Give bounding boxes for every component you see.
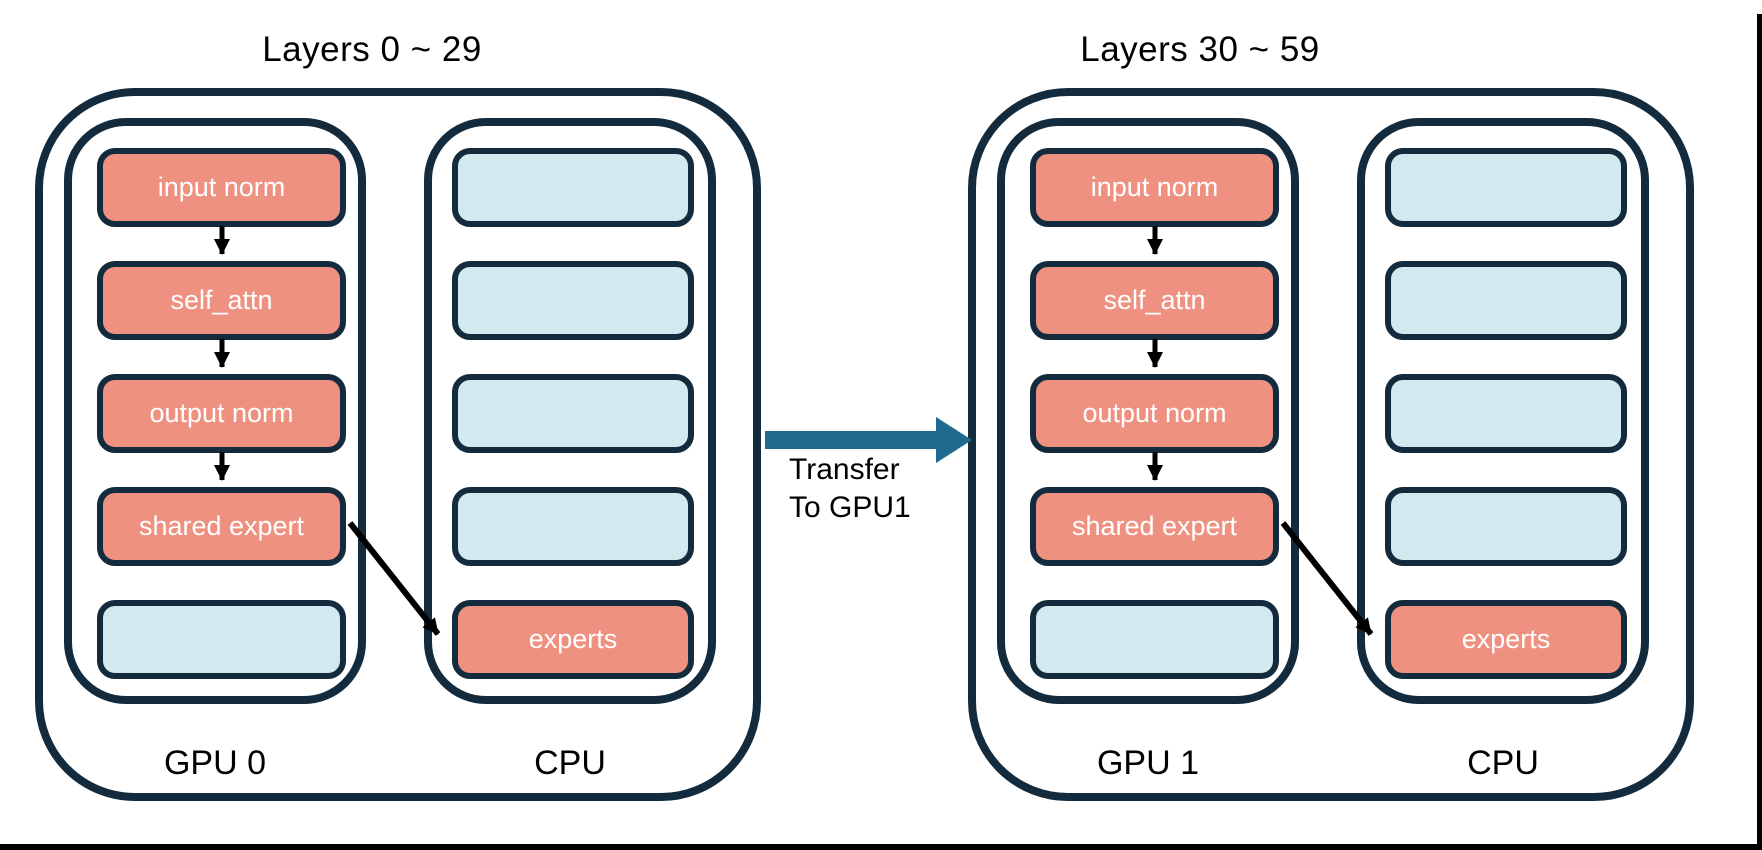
layer-box-input-norm: input norm [97, 148, 346, 227]
layer-box-experts: experts [452, 600, 694, 679]
empty-slot-box [452, 261, 694, 340]
bottom-frame-line [0, 844, 1762, 850]
cpu-label-right: CPU [1467, 744, 1539, 782]
layer-box-label: shared expert [138, 511, 305, 541]
layer-box-input-norm: input norm [1030, 148, 1279, 227]
empty-slot-box [1030, 600, 1279, 679]
group-title-layers-30-59: Layers 30 ~ 59 [1080, 30, 1320, 69]
layer-box-label: experts [1461, 624, 1551, 654]
layer-box-self-attn: self_attn [97, 261, 346, 340]
group-title-layers-0-29: Layers 0 ~ 29 [262, 30, 482, 69]
cpu-label-left: CPU [534, 744, 606, 782]
layer-box-label: input norm [1090, 172, 1219, 202]
right-frame-line [1757, 14, 1762, 850]
layer-box-label: input norm [157, 172, 286, 202]
layer-box-output-norm: output norm [1030, 374, 1279, 453]
empty-slot-box [452, 374, 694, 453]
transfer-label-line2: To GPU1 [789, 491, 911, 524]
transfer-label: Transfer To GPU1 [789, 451, 911, 527]
layer-box-shared-expert: shared expert [97, 487, 346, 566]
layer-box-label: output norm [149, 398, 294, 428]
cpu-column-left: experts [424, 118, 716, 704]
layer-box-shared-expert: shared expert [1030, 487, 1279, 566]
layer-box-experts: experts [1385, 600, 1627, 679]
empty-slot-box [452, 487, 694, 566]
empty-slot-box [1385, 374, 1627, 453]
transfer-label-line1: Transfer [789, 453, 900, 486]
layer-box-label: output norm [1082, 398, 1227, 428]
layer-box-self-attn: self_attn [1030, 261, 1279, 340]
layer-box-label: self_attn [170, 285, 273, 315]
gpu0-label: GPU 0 [163, 744, 267, 782]
layer-box-label: self_attn [1103, 285, 1206, 315]
cpu-column-right: experts [1357, 118, 1649, 704]
layer-box-label: shared expert [1071, 511, 1238, 541]
empty-slot-box [1385, 261, 1627, 340]
gpu1-column: input norm self_attn output norm shared … [997, 118, 1299, 704]
layer-box-label: experts [528, 624, 618, 654]
layer-box-output-norm: output norm [97, 374, 346, 453]
empty-slot-box [452, 148, 694, 227]
gpu0-column: input norm self_attn output norm shared … [64, 118, 366, 704]
empty-slot-box [1385, 487, 1627, 566]
empty-slot-box [97, 600, 346, 679]
empty-slot-box [1385, 148, 1627, 227]
gpu1-label: GPU 1 [1096, 744, 1200, 782]
